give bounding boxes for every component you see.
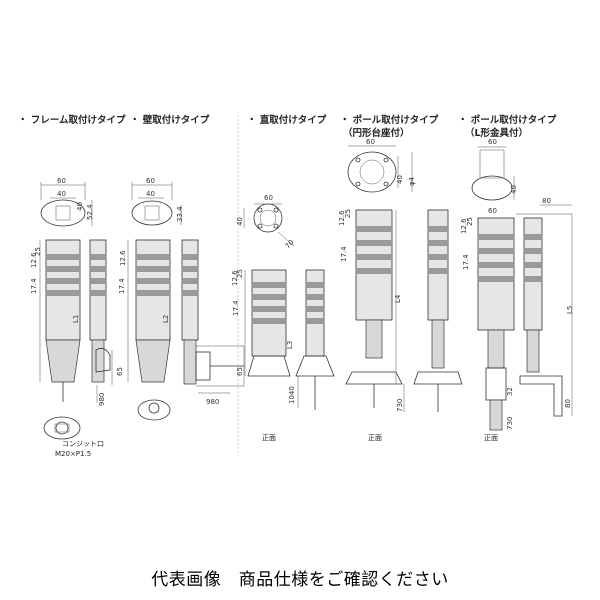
title-pole-round: ・ ポール取付けタイプ bbox=[340, 114, 439, 126]
direct-mount-drawing bbox=[243, 203, 335, 410]
dim-40: 40 bbox=[146, 190, 155, 198]
conduit-label: コンジット口 bbox=[62, 440, 104, 448]
dim-17-4: 17.4 bbox=[232, 300, 240, 316]
caption: 代表画像 商品仕様をご確認ください bbox=[151, 570, 449, 590]
dim-80: 80 bbox=[542, 197, 551, 205]
dim-L5: L5 bbox=[566, 306, 574, 314]
dim-40: 40 bbox=[510, 185, 518, 194]
dim-12-6: 12.6 bbox=[30, 252, 38, 268]
dim-40: 40 bbox=[57, 190, 66, 198]
dim-12-6: 12.6 bbox=[119, 250, 127, 266]
dim-17-4: 17.4 bbox=[118, 278, 126, 294]
title-wall-mount: ・ 壁取付けタイプ bbox=[130, 114, 210, 126]
dim-32: 32 bbox=[506, 387, 514, 396]
dim-65: 65 bbox=[236, 367, 244, 376]
dim-40: 40 bbox=[236, 217, 244, 226]
dim-12-6: 12.6 bbox=[231, 270, 239, 286]
front-label: 正面 bbox=[262, 434, 276, 442]
dim-980: 980 bbox=[206, 398, 219, 406]
thread-label: M20×P1.5 bbox=[55, 450, 91, 458]
pole-lbracket-drawing bbox=[471, 146, 573, 431]
dim-60: 60 bbox=[488, 138, 497, 146]
dim-25: 25 bbox=[344, 209, 352, 218]
wall-mount-drawing bbox=[127, 182, 245, 421]
dim-17-4: 17.4 bbox=[340, 246, 348, 262]
dim-25: 25 bbox=[466, 217, 474, 226]
subtitle-pole-round: （円形台座付） bbox=[343, 127, 410, 139]
subtitle-pole-lbracket: （L形金具付） bbox=[465, 127, 528, 139]
dim-25: 25 bbox=[34, 247, 42, 256]
pole-round-drawing bbox=[345, 145, 463, 412]
dim-40: 40 bbox=[396, 175, 404, 184]
dim-17-4: 17.4 bbox=[30, 278, 38, 294]
title-frame-mount: ・ フレーム取付けタイプ bbox=[18, 114, 126, 126]
dim-L1: L1 bbox=[72, 315, 80, 323]
dim-12-6: 12.6 bbox=[460, 218, 468, 234]
dim-70: 70 bbox=[284, 238, 296, 250]
dim-730: 730 bbox=[396, 399, 404, 412]
dim-60: 60 bbox=[146, 177, 155, 185]
front-label: 正面 bbox=[484, 434, 498, 442]
dim-52-4: 52.4 bbox=[86, 204, 94, 220]
dim-65: 65 bbox=[116, 367, 124, 376]
frame-mount-drawing bbox=[39, 182, 113, 440]
dim-730: 730 bbox=[506, 417, 514, 430]
dim-1040: 1040 bbox=[288, 386, 296, 404]
dim-12-6: 12.6 bbox=[338, 210, 346, 226]
dim-60: 60 bbox=[264, 194, 273, 202]
dim-60: 60 bbox=[57, 177, 66, 185]
dim-L3: L3 bbox=[286, 341, 294, 349]
dim-80: 80 bbox=[564, 399, 572, 408]
front-label: 正面 bbox=[368, 434, 382, 442]
dim-980: 980 bbox=[98, 393, 106, 406]
dim-L2: L2 bbox=[162, 315, 170, 323]
title-pole-lbracket: ・ ポール取付けタイプ bbox=[458, 114, 557, 126]
dim-25: 25 bbox=[236, 269, 244, 278]
dim-L4: L4 bbox=[394, 294, 402, 303]
title-direct-mount: ・ 直取付けタイプ bbox=[247, 114, 327, 126]
dim-33-4: 33.4 bbox=[176, 206, 184, 222]
dim-17-4: 17.4 bbox=[462, 254, 470, 270]
dim-60: 60 bbox=[366, 138, 375, 146]
dim-40: 40 bbox=[76, 202, 84, 211]
dim-phi4: φ4 bbox=[408, 176, 416, 186]
dim-60: 60 bbox=[488, 207, 497, 215]
